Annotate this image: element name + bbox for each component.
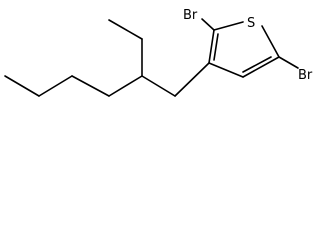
atom-label-br-left: Br	[183, 8, 198, 23]
bond-c2-s	[213, 21, 244, 31]
bond-ch2-ch	[141, 75, 176, 97]
molecule-canvas: Br S Br	[0, 0, 326, 100]
atom-label-sulfur: S	[247, 16, 255, 31]
bond-butyl2-butyl3	[38, 75, 73, 97]
bond-s-c5	[261, 25, 280, 58]
atom-label-br-right: Br	[298, 68, 313, 83]
bond-c5-c4	[242, 56, 280, 78]
bond-c5-c4-inner	[242, 56, 272, 73]
bond-butyl1-butyl2	[71, 75, 110, 97]
bond-c3-ch2	[174, 62, 210, 97]
bond-ch-butyl1	[108, 75, 143, 97]
bond-c2-br	[201, 18, 215, 31]
bond-c4-c3	[208, 62, 244, 78]
bond-c3-c2-inner	[213, 33, 219, 61]
bond-c3-c2	[208, 29, 215, 64]
bond-ethyl1-ethyl2	[108, 19, 143, 40]
chemical-structure: Br S Br	[4, 8, 313, 97]
ethylhexyl-chain	[4, 19, 210, 97]
bond-c5-br	[278, 56, 299, 69]
thiophene-ring	[208, 21, 280, 78]
bond-butyl3-butyl4	[4, 75, 40, 97]
